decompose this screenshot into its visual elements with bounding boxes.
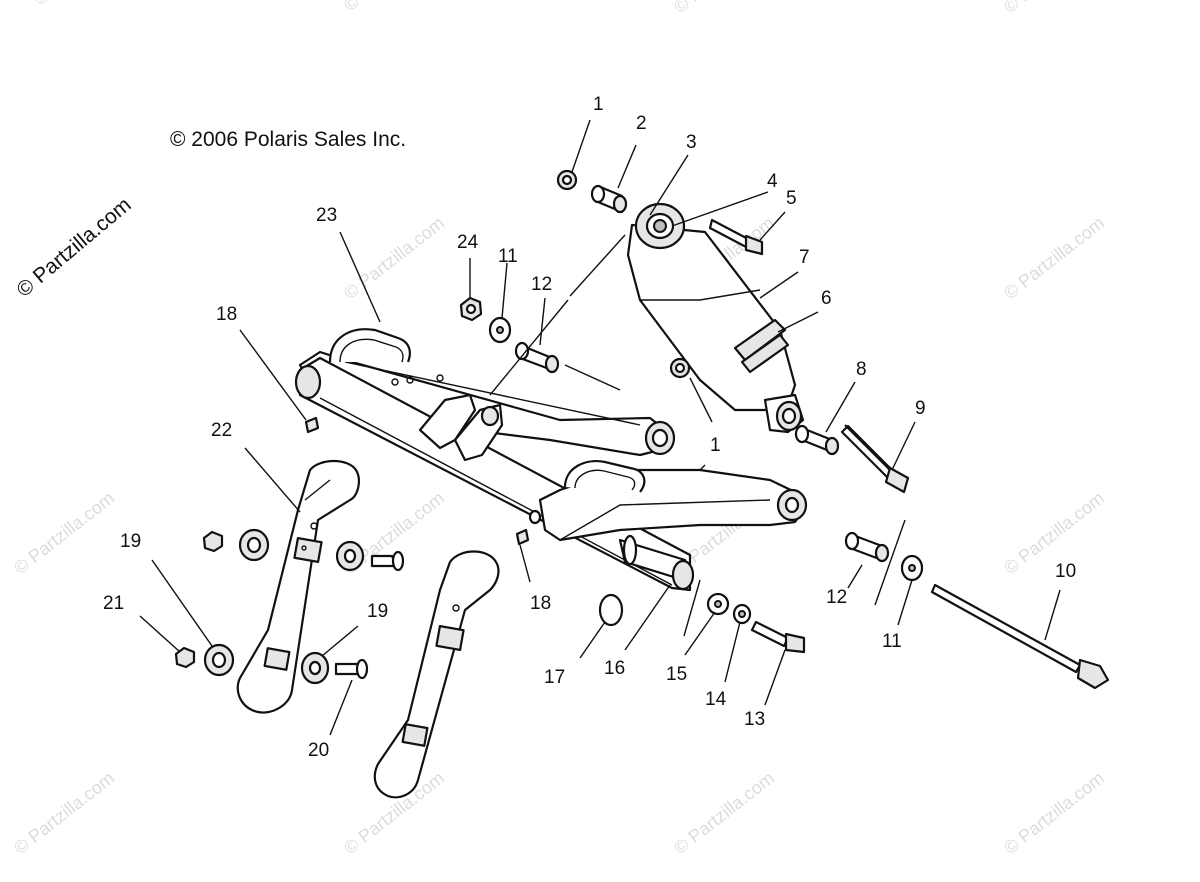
callout-20: 20 — [308, 740, 329, 761]
nut-lower — [669, 357, 691, 379]
tube-end — [618, 534, 695, 591]
watermark-tile: © Partzilla.com — [670, 0, 778, 17]
callout-22: 22 — [211, 420, 232, 441]
callout-18-lower: 18 — [530, 593, 551, 614]
pin-20-lower — [334, 658, 369, 680]
watermark-main: © Partzilla.com — [12, 193, 135, 302]
callout-18-upper: 18 — [216, 304, 237, 325]
callout-labels: 1 2 3 4 5 7 6 8 9 10 11 12 13 14 15 16 1… — [103, 94, 1076, 761]
callout-12-upper: 12 — [531, 274, 552, 295]
link-plate-right — [373, 550, 500, 799]
callout-6: 6 — [821, 288, 832, 309]
bushing-19-lower-right — [300, 651, 330, 685]
tube-bracket — [418, 393, 504, 462]
watermark-tile: © Partzilla.com — [670, 768, 778, 858]
nut-21-upper — [202, 530, 224, 553]
washer-right — [900, 554, 924, 582]
bushing-19-upper-right — [335, 540, 365, 572]
nut-top — [556, 169, 578, 191]
bolt-top — [708, 218, 764, 256]
callout-14: 14 — [705, 689, 727, 710]
watermark-tile: © Partzilla.com — [10, 768, 118, 858]
callout-19-left: 19 — [120, 531, 141, 552]
copyright-notice: © 2006 Polaris Sales Inc. — [170, 128, 406, 151]
callout-4: 4 — [767, 171, 778, 192]
grease-fitting-upper — [304, 416, 320, 434]
leader-lines — [139, 119, 1061, 736]
callout-16: 16 — [604, 658, 625, 679]
washer-15 — [706, 592, 730, 616]
pin-20-upper — [370, 550, 405, 572]
callout-10: 10 — [1055, 561, 1076, 582]
callout-11-upper: 11 — [498, 246, 518, 267]
callout-2: 2 — [636, 113, 647, 134]
callout-24: 24 — [457, 232, 479, 253]
callout-7: 7 — [799, 247, 810, 268]
callout-3: 3 — [686, 132, 697, 153]
callout-21: 21 — [103, 593, 124, 614]
watermark-tile: © Partzilla.com — [1000, 213, 1108, 303]
watermark-tile: © Partzilla.com — [10, 488, 118, 578]
bushing-19-upper-left — [238, 528, 270, 562]
grease-fitting-lower — [515, 509, 542, 546]
callout-9: 9 — [915, 398, 926, 419]
callout-19-right: 19 — [367, 601, 388, 622]
shock-absorber — [626, 202, 805, 434]
bushing-right — [844, 531, 890, 563]
callout-5: 5 — [786, 188, 797, 209]
lower-a-arm — [538, 460, 808, 542]
callout-11-right: 11 — [882, 631, 902, 652]
lock-nut — [459, 296, 483, 322]
link-plate-left — [236, 459, 360, 714]
callout-17: 17 — [544, 667, 565, 688]
callout-12-right: 12 — [826, 587, 847, 608]
watermark-tile: © Partzilla.com — [30, 0, 138, 9]
spacer-lower — [794, 424, 840, 456]
callout-15: 15 — [666, 664, 687, 685]
watermark-tile: © Partzilla.com — [340, 0, 448, 15]
spacer-top — [590, 184, 628, 214]
nut-21-lower — [174, 646, 196, 669]
watermark-tile: © Partzilla.com — [1000, 768, 1108, 858]
long-bolt — [930, 583, 1110, 690]
bushing-19-lower-left — [203, 643, 235, 677]
lock-washer-14 — [732, 603, 752, 625]
bolt-13 — [750, 620, 806, 654]
washer-upper — [488, 316, 512, 344]
callout-23: 23 — [316, 205, 337, 226]
callout-8: 8 — [856, 359, 867, 380]
bolt-lower — [840, 424, 910, 494]
callout-1-lower: 1 — [710, 435, 721, 456]
bushing-upper — [514, 341, 560, 374]
o-ring — [598, 593, 624, 627]
callout-1: 1 — [593, 94, 604, 115]
callout-13: 13 — [744, 709, 765, 730]
watermark-tile: © Partzilla.com — [1000, 0, 1108, 17]
watermark-tile: © Partzilla.com — [340, 213, 448, 303]
